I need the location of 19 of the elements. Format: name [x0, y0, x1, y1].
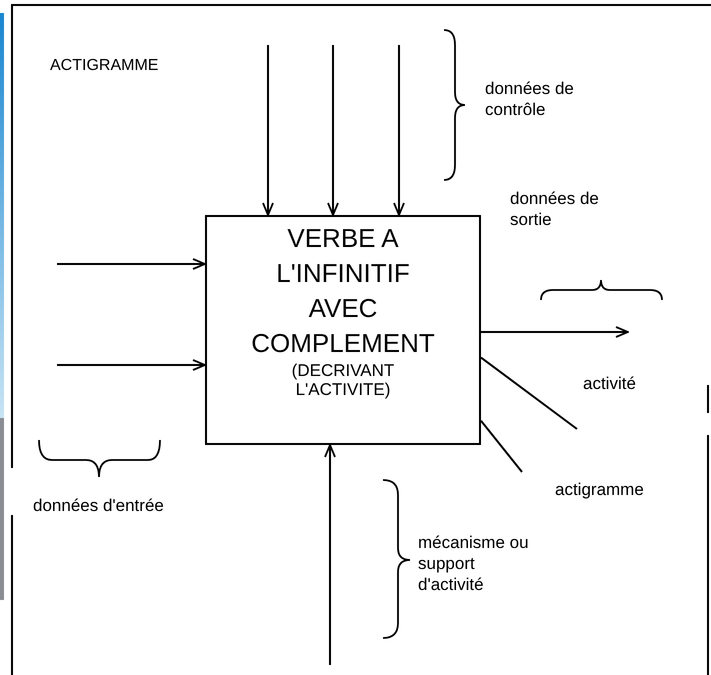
- arrow: [57, 359, 206, 371]
- diagram-heading: ACTIGRAMME: [50, 56, 160, 76]
- callout-text: actigramme: [555, 480, 644, 500]
- group-label: mécanisme ou support d'activité: [418, 532, 530, 595]
- arrow: [481, 326, 629, 338]
- group-label: données de sortie: [510, 188, 600, 230]
- arrow: [327, 45, 339, 216]
- process-box: [205, 215, 481, 445]
- activity-description: (DECRIVANT L'ACTIVITE): [290, 361, 396, 399]
- arrow: [324, 444, 336, 665]
- arrow: [57, 258, 206, 270]
- arrow: [262, 45, 274, 216]
- arrow: [393, 45, 405, 216]
- group-label: données d'entrée: [33, 495, 165, 516]
- callout-text: activité: [583, 374, 636, 394]
- activity-title: VERBE A L'INFINITIF AVEC COMPLEMENT: [250, 222, 436, 360]
- leader-line: [480, 356, 578, 430]
- leader-line: [480, 420, 523, 473]
- group-label: données de contrôle: [485, 78, 575, 120]
